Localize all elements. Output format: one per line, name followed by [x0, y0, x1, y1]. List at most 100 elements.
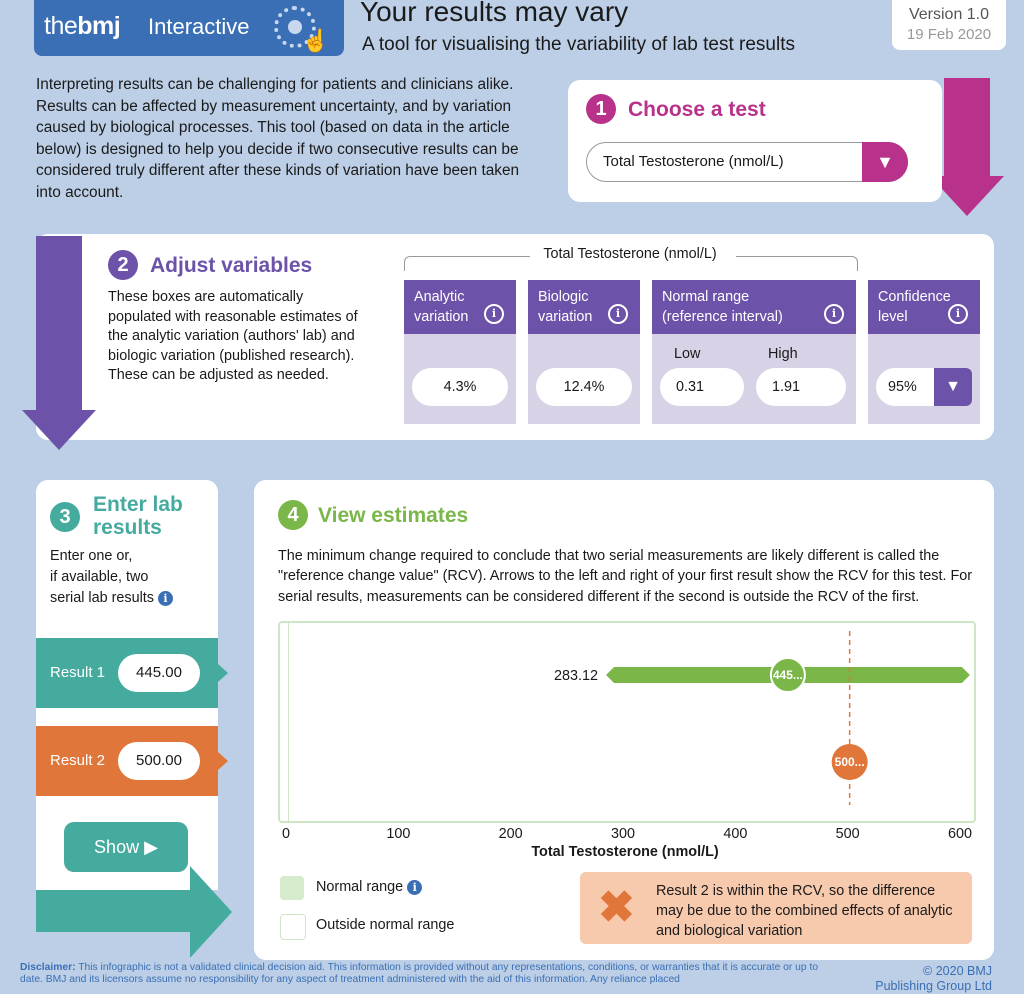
step3-arrow-right-icon	[190, 866, 232, 958]
confidence-level-label: Confidence level	[878, 289, 951, 325]
step2-arrow-shaft	[36, 236, 82, 412]
normal-range-low-label: Low	[674, 346, 701, 362]
result1-input[interactable]: 445.00	[118, 654, 200, 692]
result2-row: Result 2 500.00	[36, 726, 228, 796]
pointer-hand-icon: ☝	[302, 28, 330, 53]
legend-normal-swatch	[280, 876, 304, 900]
normal-range-info-icon[interactable]: i	[824, 304, 844, 324]
x-tick-label: 100	[386, 826, 411, 842]
analytic-variation-label: Analytic variation	[414, 289, 469, 325]
step3-show-area: Show ▶	[36, 796, 218, 890]
analytic-variation-header: Analytic variation i	[404, 280, 516, 334]
step2-arrow-down-icon	[22, 410, 96, 450]
result2-marker	[831, 744, 868, 780]
step3-description-line2: if available, two	[50, 569, 149, 585]
step2-panel: 2 Adjust variables These boxes are autom…	[36, 234, 994, 440]
analytic-variation-input[interactable]: 4.3%	[412, 368, 508, 406]
step3-description: Enter one or, if available, two serial l…	[50, 546, 173, 609]
analytic-info-icon[interactable]: i	[484, 304, 504, 324]
x-tick-label: 600	[947, 826, 972, 842]
play-icon: ▶	[144, 837, 158, 857]
logo-interactive-text: Interactive	[148, 14, 250, 39]
bmj-interactive-logo[interactable]: thebmj Interactive ☝	[34, 0, 344, 56]
step3-arrow-shaft	[36, 890, 192, 932]
step2-description: These boxes are automatically populated …	[108, 289, 358, 383]
x-tick-label: 300	[610, 826, 635, 842]
test-select[interactable]: Total Testosterone (nmol/L) ▼	[586, 142, 908, 182]
step3-info-icon[interactable]: i	[157, 590, 173, 606]
biologic-variation-input[interactable]: 12.4%	[536, 368, 632, 406]
dial-icon	[274, 6, 316, 48]
verdict-text: Result 2 is within the RCV, so the diffe…	[656, 883, 953, 939]
step3-panel: 3 Enter lab results Enter one or, if ava…	[36, 480, 218, 614]
test-select-value: Total Testosterone (nmol/L)	[603, 153, 784, 170]
disclaimer-text: This infographic is not a validated clin…	[20, 962, 819, 985]
confidence-info-icon[interactable]: i	[948, 304, 968, 324]
normal-range-low-input[interactable]: 0.31	[660, 368, 744, 406]
step4-description: The minimum change required to conclude …	[278, 548, 973, 605]
step1-heading: Choose a test	[628, 98, 766, 121]
result2-input[interactable]: 500.00	[118, 742, 200, 780]
group-label: Total Testosterone (nmol/L)	[543, 246, 717, 262]
disclaimer-label: Disclaimer:	[20, 962, 76, 973]
normal-range-high-label: High	[768, 346, 798, 362]
page-title: Your results may vary	[360, 0, 629, 27]
cross-icon: ✖	[598, 883, 635, 932]
result2-label: Result 2	[50, 752, 106, 769]
x-tick-label: 400	[723, 826, 748, 842]
normal-range-label: Normal range (reference interval)	[662, 289, 783, 325]
step1-number: 1	[586, 94, 616, 124]
verdict-box: ✖ Result 2 is within the RCV, so the dif…	[580, 872, 972, 944]
normal-range-box: Normal range (reference interval) i Low …	[652, 280, 856, 424]
x-tick-label: 200	[498, 826, 523, 842]
step4-panel: 4 View estimates The minimum change requ…	[254, 480, 994, 960]
step2-number: 2	[108, 250, 138, 280]
step3-description-line3: serial lab results	[50, 590, 154, 606]
confidence-dropdown-icon[interactable]: ▼	[934, 368, 972, 406]
x-tick-label: 500	[835, 826, 860, 842]
show-button[interactable]: Show ▶	[64, 822, 188, 872]
confidence-level-box: Confidence level i 95% ▼	[868, 280, 980, 424]
version-date: 19 Feb 2020	[906, 26, 992, 43]
legend-outside-label: Outside normal range	[316, 917, 455, 933]
result1-label: Result 1	[50, 664, 106, 681]
show-button-label: Show	[94, 837, 140, 857]
rcv-lower-label: 283.12	[554, 668, 598, 684]
step3-number: 3	[50, 502, 80, 532]
legend-outside-swatch	[280, 914, 306, 940]
x-axis-title: Total Testosterone (nmol/L)	[531, 844, 719, 860]
intro-text: Interpreting results can be challenging …	[36, 76, 520, 201]
legend-normal-text: Normal range	[316, 879, 404, 895]
version-badge: Version 1.0 19 Feb 2020	[892, 0, 1006, 50]
biologic-variation-label: Biologic variation	[538, 289, 593, 325]
normal-range-header: Normal range (reference interval) i	[652, 280, 856, 334]
step3-description-line1: Enter one or,	[50, 548, 133, 564]
rcv-chart: 445... 500... 283.12	[278, 621, 976, 823]
normal-range-high-input[interactable]: 1.91	[756, 368, 846, 406]
disclaimer: Disclaimer: This infographic is not a va…	[20, 962, 840, 986]
analytic-variation-box: Analytic variation i 4.3%	[404, 280, 516, 424]
confidence-level-header: Confidence level i	[868, 280, 980, 334]
chart-plot-area	[288, 623, 975, 821]
result1-marker-label: 445...	[773, 668, 803, 682]
biologic-info-icon[interactable]: i	[608, 304, 628, 324]
step1-arrow-down-icon	[930, 176, 1004, 216]
result1-row: Result 1 445.00	[36, 638, 228, 708]
biologic-variation-header: Biologic variation i	[528, 280, 640, 334]
step4-number: 4	[278, 500, 308, 530]
logo-text: thebmj	[44, 12, 121, 40]
page-subtitle: A tool for visualising the variability o…	[362, 34, 795, 55]
legend-info-icon[interactable]: i	[407, 879, 423, 895]
step2-heading: Adjust variables	[150, 254, 313, 277]
biologic-variation-box: Biologic variation i 12.4%	[528, 280, 640, 424]
test-select-dropdown-icon[interactable]: ▼	[862, 142, 908, 182]
step4-heading: View estimates	[318, 504, 469, 527]
result2-marker-label: 500...	[835, 755, 865, 769]
version-number: Version 1.0	[908, 6, 990, 23]
result1-marker	[769, 657, 806, 693]
step1-arrow-shaft	[944, 78, 990, 178]
legend-normal-label: Normal range i	[316, 879, 423, 895]
x-tick-label: 0	[281, 826, 290, 842]
confidence-level-select[interactable]: 95% ▼	[876, 368, 972, 406]
confidence-level-value: 95%	[888, 379, 917, 395]
